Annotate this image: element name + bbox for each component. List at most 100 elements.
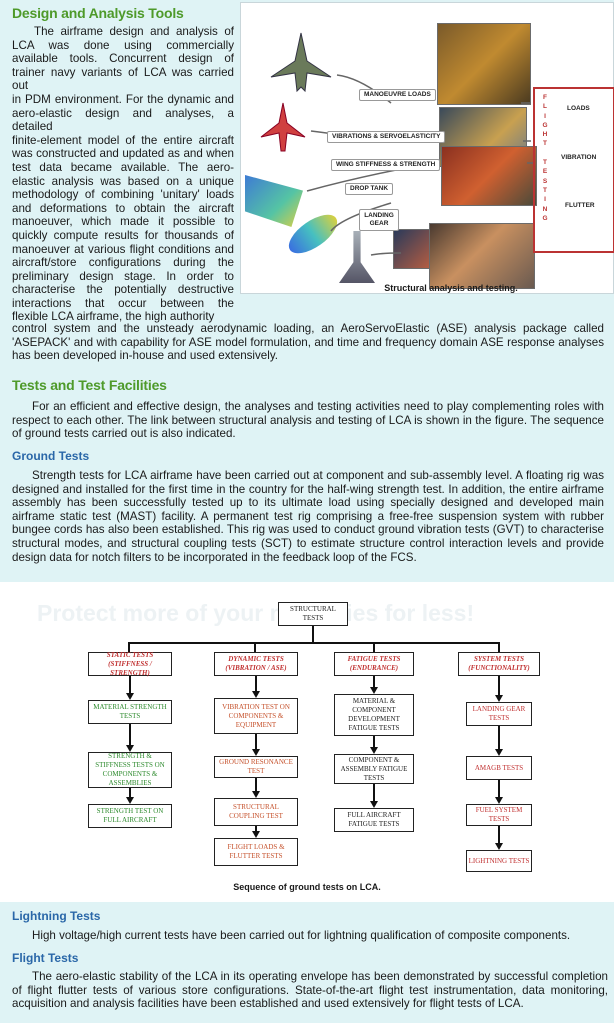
tests-heading: Tests and Test Facilities — [12, 377, 167, 393]
node-test-item: FULL AIRCRAFT FATIGUE TESTS — [334, 808, 414, 832]
flight-testing-letter: G — [542, 214, 548, 222]
branch-drop-1 — [128, 642, 130, 652]
flow-connector — [129, 724, 131, 746]
design-line: and deformations to obtain the aircraft — [12, 201, 234, 215]
test-rig-photo-1 — [437, 23, 531, 105]
flow-arrowhead — [495, 843, 503, 850]
flow-connector — [255, 826, 257, 832]
node-test-item: MATERIAL & COMPONENT DEVELOPMENT FATIGUE… — [334, 694, 414, 736]
flight-item-flutter: FLUTTER — [565, 202, 595, 209]
flow-arrowhead — [252, 691, 260, 698]
ground-tests-flowchart: Protect more of your memories for less! … — [0, 582, 614, 902]
node-test-item: LIGHTNING TESTS — [466, 850, 532, 872]
flow-connector — [255, 734, 257, 750]
flow-connector — [129, 788, 131, 798]
node-test-item: FUEL SYSTEM TESTS — [466, 804, 532, 826]
design-line: elastic analysis was based on a unique — [12, 174, 234, 188]
node-structural-tests: STRUCTURAL TESTS — [278, 602, 348, 626]
flight-testing-letter: E — [542, 168, 548, 176]
flow-arrowhead — [495, 749, 503, 756]
design-line: methodology of combining 'unitary' loads — [12, 188, 234, 202]
design-line: test data became available. The aero- — [12, 160, 234, 174]
flight-testing-letter: H — [542, 131, 548, 139]
flight-testing-letter: T — [543, 140, 547, 148]
label-wing-stiffness: WING STIFFNESS & STRENGTH — [331, 159, 441, 171]
node-column-header: SYSTEM TESTS (FUNCTIONALITY) — [458, 652, 540, 676]
flow-connector — [373, 784, 375, 802]
design-line: The airframe design and analysis of — [34, 25, 234, 38]
flight-testing-letter: L — [543, 103, 547, 111]
node-test-item: AMAGB TESTS — [466, 756, 532, 780]
design-line: quickly compute results for thousands of — [12, 228, 234, 242]
flow-connector — [498, 826, 500, 844]
design-line: was constructed and updated as and when — [12, 147, 234, 161]
flow-connector — [498, 726, 500, 750]
node-test-item: MATERIAL STRENGTH TESTS — [88, 700, 172, 724]
design-line: flexible LCA airframe, the high authorit… — [12, 310, 215, 324]
tests-paragraph: For an efficient and effective design, t… — [12, 400, 604, 441]
flight-testing-letter: T — [543, 186, 547, 194]
design-line: manoeuver, which made it possible to — [12, 215, 234, 229]
node-test-item: VIBRATION TEST ON COMPONENTS & EQUIPMENT — [214, 698, 298, 734]
design-line: trainer navy variants of LCA was carried… — [12, 65, 234, 93]
root-connector — [312, 626, 314, 642]
flow-connector — [129, 676, 131, 694]
node-column-header: STATIC TESTS (STIFFNESS / STRENGTH) — [88, 651, 172, 677]
branch-drop-4 — [498, 642, 500, 652]
flow-connector — [255, 676, 257, 692]
node-test-item: GROUND RESONANCE TEST — [214, 756, 298, 778]
node-test-item: LANDING GEAR TESTS — [466, 702, 532, 726]
design-line: in PDM environment. For the dynamic and — [12, 92, 234, 106]
design-line: LCA was done using commercially — [12, 38, 234, 52]
flight-testing-letter: I — [544, 112, 546, 120]
flow-connector — [255, 778, 257, 792]
flow-arrowhead — [126, 745, 134, 752]
aircraft-image — [269, 31, 333, 95]
flight-testing-letter: I — [544, 196, 546, 204]
label-drop-tank: DROP TANK — [345, 183, 394, 195]
branch-drop-2 — [254, 642, 256, 652]
design-line: aero-elastic design and analyses, a deta… — [12, 106, 234, 134]
test-rig-photo-3 — [441, 146, 537, 206]
aircraft-red-image — [259, 101, 307, 153]
node-test-item: COMPONENT & ASSEMBLY FATIGUE TESTS — [334, 754, 414, 784]
lightning-tests-paragraph: High voltage/high current tests have bee… — [32, 929, 571, 942]
label-manoeuvre-loads: MANOEUVRE LOADS — [359, 89, 436, 101]
design-line: finite-element model of the entire aircr… — [12, 133, 234, 147]
node-test-item: STRENGTH TEST ON FULL AIRCRAFT — [88, 804, 172, 828]
flight-item-loads: LOADS — [567, 105, 590, 112]
flow-arrowhead — [370, 687, 378, 694]
flow-connector — [498, 676, 500, 696]
design-line: preliminary design stage. In order to — [12, 269, 234, 283]
node-test-item: STRENGTH & STIFFNESS TESTS ON COMPONENTS… — [88, 752, 172, 788]
flight-item-vibration: VIBRATION — [561, 154, 597, 161]
node-test-item: FLIGHT LOADS & FLUTTER TESTS — [214, 838, 298, 866]
node-test-item: STRUCTURAL COUPLING TEST — [214, 798, 298, 826]
ground-tests-heading: Ground Tests — [12, 449, 90, 463]
design-line: manoeuver at various flight conditions a… — [12, 242, 234, 256]
flow-connector — [498, 780, 500, 798]
flow-arrowhead — [370, 801, 378, 808]
flight-testing-letter: N — [542, 205, 548, 213]
flow-arrowhead — [252, 831, 260, 838]
flight-testing-letter: G — [542, 121, 548, 129]
chart-caption: Sequence of ground tests on LCA. — [233, 882, 381, 892]
flow-arrowhead — [252, 791, 260, 798]
flight-testing-letter — [538, 149, 552, 158]
branch-connector — [128, 642, 500, 644]
design-line: available tools. Concurrent design of — [12, 52, 234, 66]
design-line: characterise the potentially destructive — [12, 283, 234, 297]
watermark-text: Protect more of your memories for less! — [37, 600, 475, 626]
structural-analysis-figure: MANOEUVRE LOADS VIBRATIONS & SERVOELASTI… — [240, 2, 614, 294]
design-line: interactions that occur between the — [12, 296, 234, 310]
flow-arrowhead — [495, 695, 503, 702]
design-paragraph-continued: control system and the unsteady aerodyna… — [12, 322, 604, 363]
branch-drop-3 — [373, 642, 375, 652]
design-heading: Design and Analysis Tools — [12, 5, 184, 21]
figure1-caption: Structural analysis and testing. — [384, 283, 518, 293]
flow-connector — [373, 736, 375, 748]
flow-arrowhead — [252, 749, 260, 756]
lightning-tests-heading: Lightning Tests — [12, 909, 101, 923]
flight-tests-heading: Flight Tests — [12, 951, 79, 965]
